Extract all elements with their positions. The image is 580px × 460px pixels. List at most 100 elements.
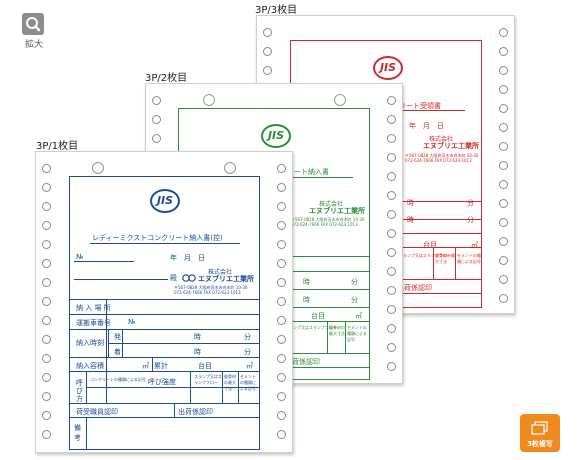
vehicle-number-prefix: № [128, 318, 136, 326]
feed-hole-icon [387, 153, 396, 162]
zoom-label: 拡大 [24, 40, 43, 50]
minute-label: 分 [244, 333, 251, 341]
delivery-volume-label: 納入容積 [76, 362, 104, 370]
feed-hole-icon [387, 229, 396, 238]
feed-hole-icon [499, 180, 508, 189]
depart-label: 発 [114, 333, 121, 341]
feed-hole-icon [277, 430, 286, 439]
feed-hole-icon [263, 47, 272, 56]
feed-hole-icon [42, 392, 51, 401]
feed-hole-icon [152, 134, 161, 143]
company-phone: 072-624-7666 FAX 072-633-1013 [405, 158, 472, 163]
jis-mark: JIS [373, 56, 403, 80]
cement-label: セメントの種類による記号 [457, 253, 481, 264]
concrete-type-label: コンクリートの種類による記号 [90, 377, 146, 382]
shipper-label: 出荷係認印 [397, 284, 432, 292]
date-label: 年 月 日 [409, 122, 444, 130]
company-name: エヌブリエ工業所 [309, 207, 365, 215]
delivery-place-label: 納 入 場 所 [76, 304, 111, 312]
feed-hole-icon [277, 183, 286, 192]
company-address: 〒567-0828 大阪府茨木市舟木町 10-30 [291, 217, 365, 222]
recipient-suffix: 殿 [170, 274, 177, 282]
feed-hole-icon [499, 275, 508, 284]
feed-hole-icon [277, 202, 286, 211]
copy-2-form: JIS リート納入書 株式会社 エヌブリエ工業所 〒567-0828 大阪府茨木… [178, 108, 370, 380]
date-label: 年 月 日 [170, 254, 205, 262]
vehicle-number-label: 運搬車番号 [76, 319, 111, 327]
slump-label: スランプ又はスランプフロー [194, 374, 222, 385]
form-title: リート納入書 [287, 168, 329, 176]
hour-label: 時 [194, 333, 201, 341]
feed-hole-icon [263, 66, 272, 75]
feed-hole-icon [277, 373, 286, 382]
feed-hole-icon [499, 85, 508, 94]
feed-hole-icon [42, 240, 51, 249]
company-kind: 株式会社 [208, 269, 233, 276]
truck-count-label: 台目 [423, 241, 437, 249]
form-title: レディーミクストコンクリート納入書(控) [92, 234, 223, 242]
jis-mark: JIS [261, 124, 291, 148]
feed-hole-icon [499, 256, 508, 265]
hour-label: 時 [303, 278, 310, 286]
company-kind: 株式会社 [429, 136, 454, 143]
binder-hole-icon [224, 162, 236, 174]
feed-hole-icon [42, 164, 51, 173]
truck-count-label: 台目 [311, 312, 325, 320]
copy-sheets-icon [531, 420, 549, 439]
feed-hole-icon [499, 218, 508, 227]
feed-hole-icon [387, 191, 396, 200]
company-address: 〒567-0828 大阪府茨木市舟木町 10-30 [174, 285, 248, 290]
feed-hole-icon [42, 373, 51, 382]
feed-hole-icon [42, 297, 51, 306]
form-title: リート受領書 [399, 102, 441, 110]
unit-label: ㎥ [355, 312, 362, 320]
slip-number-label: № [76, 253, 84, 261]
feed-hole-icon [499, 161, 508, 170]
feed-hole-icon [42, 202, 51, 211]
binder-hole-icon [203, 94, 215, 106]
company-name: エヌブリエ工業所 [198, 275, 254, 283]
feed-hole-icon [42, 183, 51, 192]
feed-hole-icon [277, 392, 286, 401]
copy-2-title: 3P/2枚目 [145, 73, 188, 84]
feed-hole-icon [42, 335, 51, 344]
strength-label: 呼び強度 [148, 378, 176, 386]
badge-label: 3枚複写 [527, 440, 553, 448]
feed-hole-icon [152, 115, 161, 124]
aggregate-label: 粗骨材の最大寸法 [224, 374, 236, 391]
slump-label: スランプ又はスランプフロー [285, 325, 337, 330]
feed-hole-icon [499, 294, 508, 303]
binder-hole-icon [92, 162, 104, 174]
company-name: エヌブリエ工業所 [423, 142, 479, 150]
jis-mark: JIS [150, 189, 180, 213]
feed-hole-icon [42, 430, 51, 439]
feed-hole-icon [387, 172, 396, 181]
feed-hole-icon [277, 411, 286, 420]
feed-hole-icon [387, 210, 396, 219]
company-phone: 072-624-7666 FAX 072-633-1013 [174, 290, 241, 295]
feed-hole-icon [277, 240, 286, 249]
feed-hole-icon [277, 297, 286, 306]
carbon-copy-badge[interactable]: 3枚複写 [520, 414, 560, 452]
unit-label: ㎥ [246, 362, 253, 370]
arrive-label: 着 [114, 348, 121, 356]
feed-hole-icon [387, 362, 396, 371]
cement-label: セメントの種類による記号 [240, 374, 256, 391]
unit-label: ㎥ [142, 362, 149, 370]
shipper-stamp-label: 出荷係認印 [178, 408, 213, 416]
feed-hole-icon [387, 305, 396, 314]
magnifier-icon [22, 13, 44, 35]
designation-label: 呼び方 [76, 379, 83, 403]
hour-label: 時 [407, 216, 414, 224]
copy-1-sheet: JIS レディーミクストコンクリート納入書(控) № 年 月 日 殿 株式会社 … [35, 151, 293, 453]
feed-hole-icon [42, 411, 51, 420]
truck-count-label: 台目 [198, 362, 212, 370]
feed-hole-icon [387, 134, 396, 143]
minute-label: 分 [467, 199, 474, 207]
zoom-button[interactable]: 拡大 [22, 13, 46, 50]
feed-hole-icon [42, 221, 51, 230]
feed-hole-icon [277, 164, 286, 173]
feed-hole-icon [277, 354, 286, 363]
remarks-label: 備 考 [74, 424, 88, 442]
feed-hole-icon [152, 96, 161, 105]
